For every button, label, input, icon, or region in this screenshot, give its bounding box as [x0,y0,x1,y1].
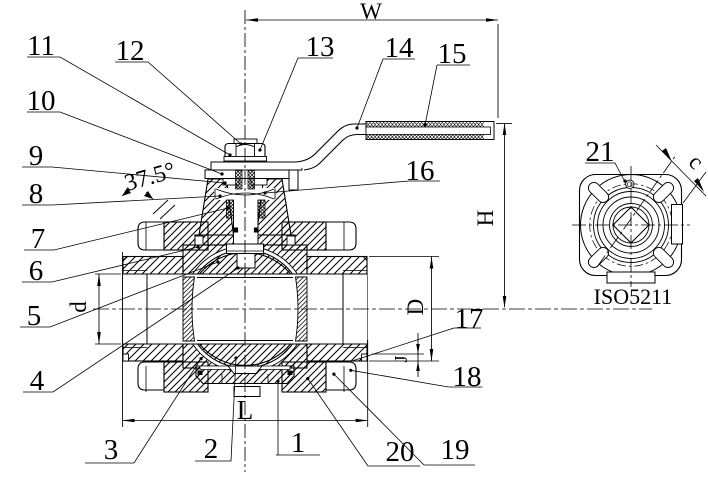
svg-text:15: 15 [438,38,467,70]
svg-text:L: L [237,395,254,425]
svg-text:J: J [391,355,411,362]
svg-text:5: 5 [27,300,42,332]
svg-text:D: D [403,299,428,316]
svg-text:9: 9 [29,140,44,172]
svg-text:d: d [66,301,91,313]
svg-text:3: 3 [104,434,119,466]
svg-text:7: 7 [31,223,46,255]
svg-text:14: 14 [385,32,415,64]
svg-text:20: 20 [386,436,415,468]
svg-text:H: H [473,210,498,227]
svg-text:8: 8 [29,178,44,210]
svg-text:1: 1 [291,427,306,459]
svg-text:4: 4 [30,365,45,397]
svg-text:16: 16 [406,155,435,187]
svg-text:6: 6 [29,255,44,287]
svg-text:W: W [360,0,382,24]
svg-text:ISO5211: ISO5211 [594,284,673,309]
svg-text:11: 11 [27,30,55,62]
svg-text:12: 12 [116,35,145,67]
svg-text:18: 18 [453,361,482,393]
svg-text:13: 13 [306,31,335,63]
svg-text:10: 10 [27,85,56,117]
svg-text:19: 19 [441,434,470,466]
svg-text:21: 21 [586,136,615,168]
svg-text:2: 2 [204,433,219,465]
svg-text:17: 17 [455,303,484,335]
